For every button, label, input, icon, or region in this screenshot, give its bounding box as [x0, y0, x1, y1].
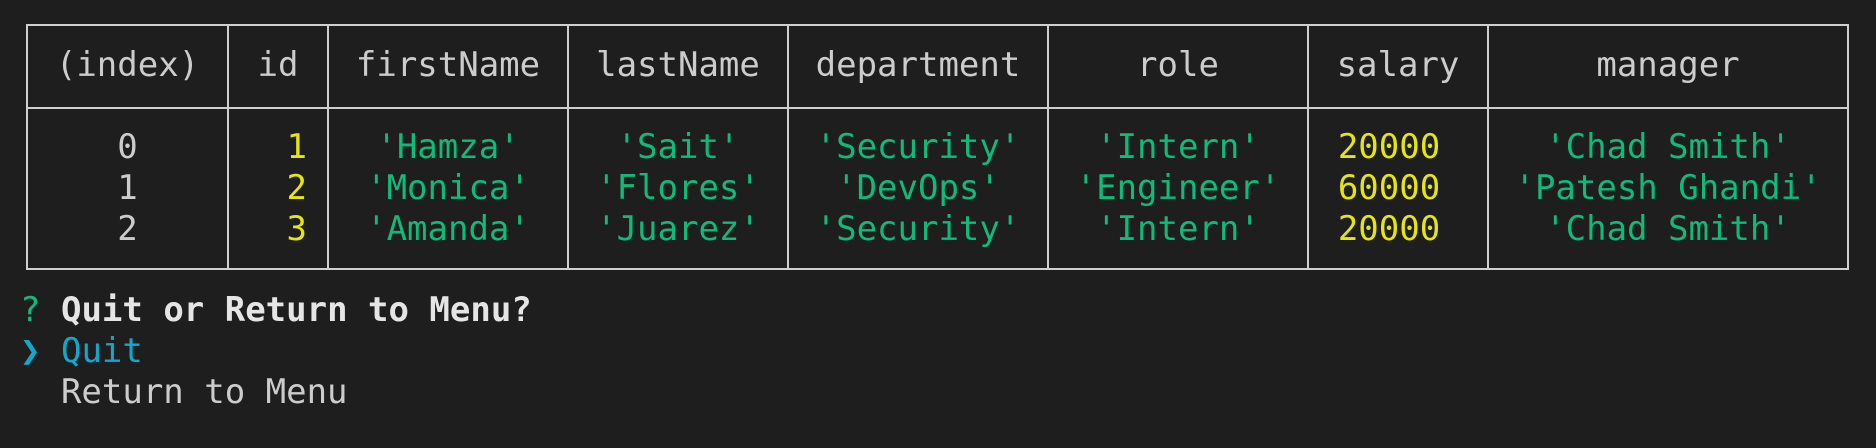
cell-firstname: 'Amanda'	[366, 209, 530, 249]
cell-id: 1	[286, 127, 307, 167]
column-divider	[227, 24, 229, 270]
question-mark-icon: ?	[20, 290, 41, 330]
cell-lastname: 'Juarez'	[596, 209, 760, 249]
cell-id: 2	[286, 168, 307, 208]
cell-role: 'Engineer'	[1075, 168, 1281, 208]
cell-firstname: 'Monica'	[366, 168, 530, 208]
cell-manager: 'Chad Smith'	[1545, 209, 1791, 249]
option-label: Return to Menu	[60, 372, 348, 412]
prompt-option-return[interactable]: Return to Menu	[20, 372, 348, 413]
header-id: id	[257, 45, 299, 85]
pointer-icon: ❯	[20, 331, 41, 371]
cell-department: 'Security'	[815, 127, 1021, 167]
cell-manager: 'Patesh Ghandi'	[1514, 168, 1822, 208]
header-firstname: firstName	[355, 45, 541, 85]
cell-salary: 20000	[1337, 127, 1441, 167]
header-manager: manager	[1596, 45, 1740, 85]
column-divider	[1307, 24, 1309, 270]
cell-index: 1	[117, 168, 138, 208]
cell-salary: 60000	[1337, 168, 1441, 208]
column-divider	[327, 24, 329, 270]
cell-role: 'Intern'	[1096, 209, 1260, 249]
header-separator	[26, 107, 1849, 109]
console-table	[26, 24, 1849, 270]
header-role: role	[1137, 45, 1219, 85]
option-label: Quit	[60, 331, 143, 371]
cell-firstname: 'Hamza'	[376, 127, 520, 167]
prompt-option-quit[interactable]: ❯ Quit	[20, 331, 143, 372]
column-divider	[567, 24, 569, 270]
header-index: (index)	[55, 45, 200, 85]
cell-lastname: 'Flores'	[596, 168, 760, 208]
cell-id: 3	[286, 209, 307, 249]
prompt-question-text: Quit or Return to Menu?	[60, 290, 532, 330]
cell-index: 2	[117, 209, 138, 249]
cell-department: 'DevOps'	[836, 168, 1000, 208]
header-lastname: lastName	[596, 45, 760, 85]
header-salary: salary	[1336, 45, 1460, 85]
column-divider	[1487, 24, 1489, 270]
cell-index: 0	[117, 127, 138, 167]
cell-manager: 'Chad Smith'	[1545, 127, 1791, 167]
cell-role: 'Intern'	[1096, 127, 1260, 167]
column-divider	[787, 24, 789, 270]
column-divider	[1047, 24, 1049, 270]
prompt-question: ? Quit or Return to Menu?	[20, 290, 532, 331]
cell-salary: 20000	[1337, 209, 1441, 249]
header-department: department	[815, 45, 1021, 85]
cell-lastname: 'Sait'	[616, 127, 740, 167]
cell-department: 'Security'	[815, 209, 1021, 249]
